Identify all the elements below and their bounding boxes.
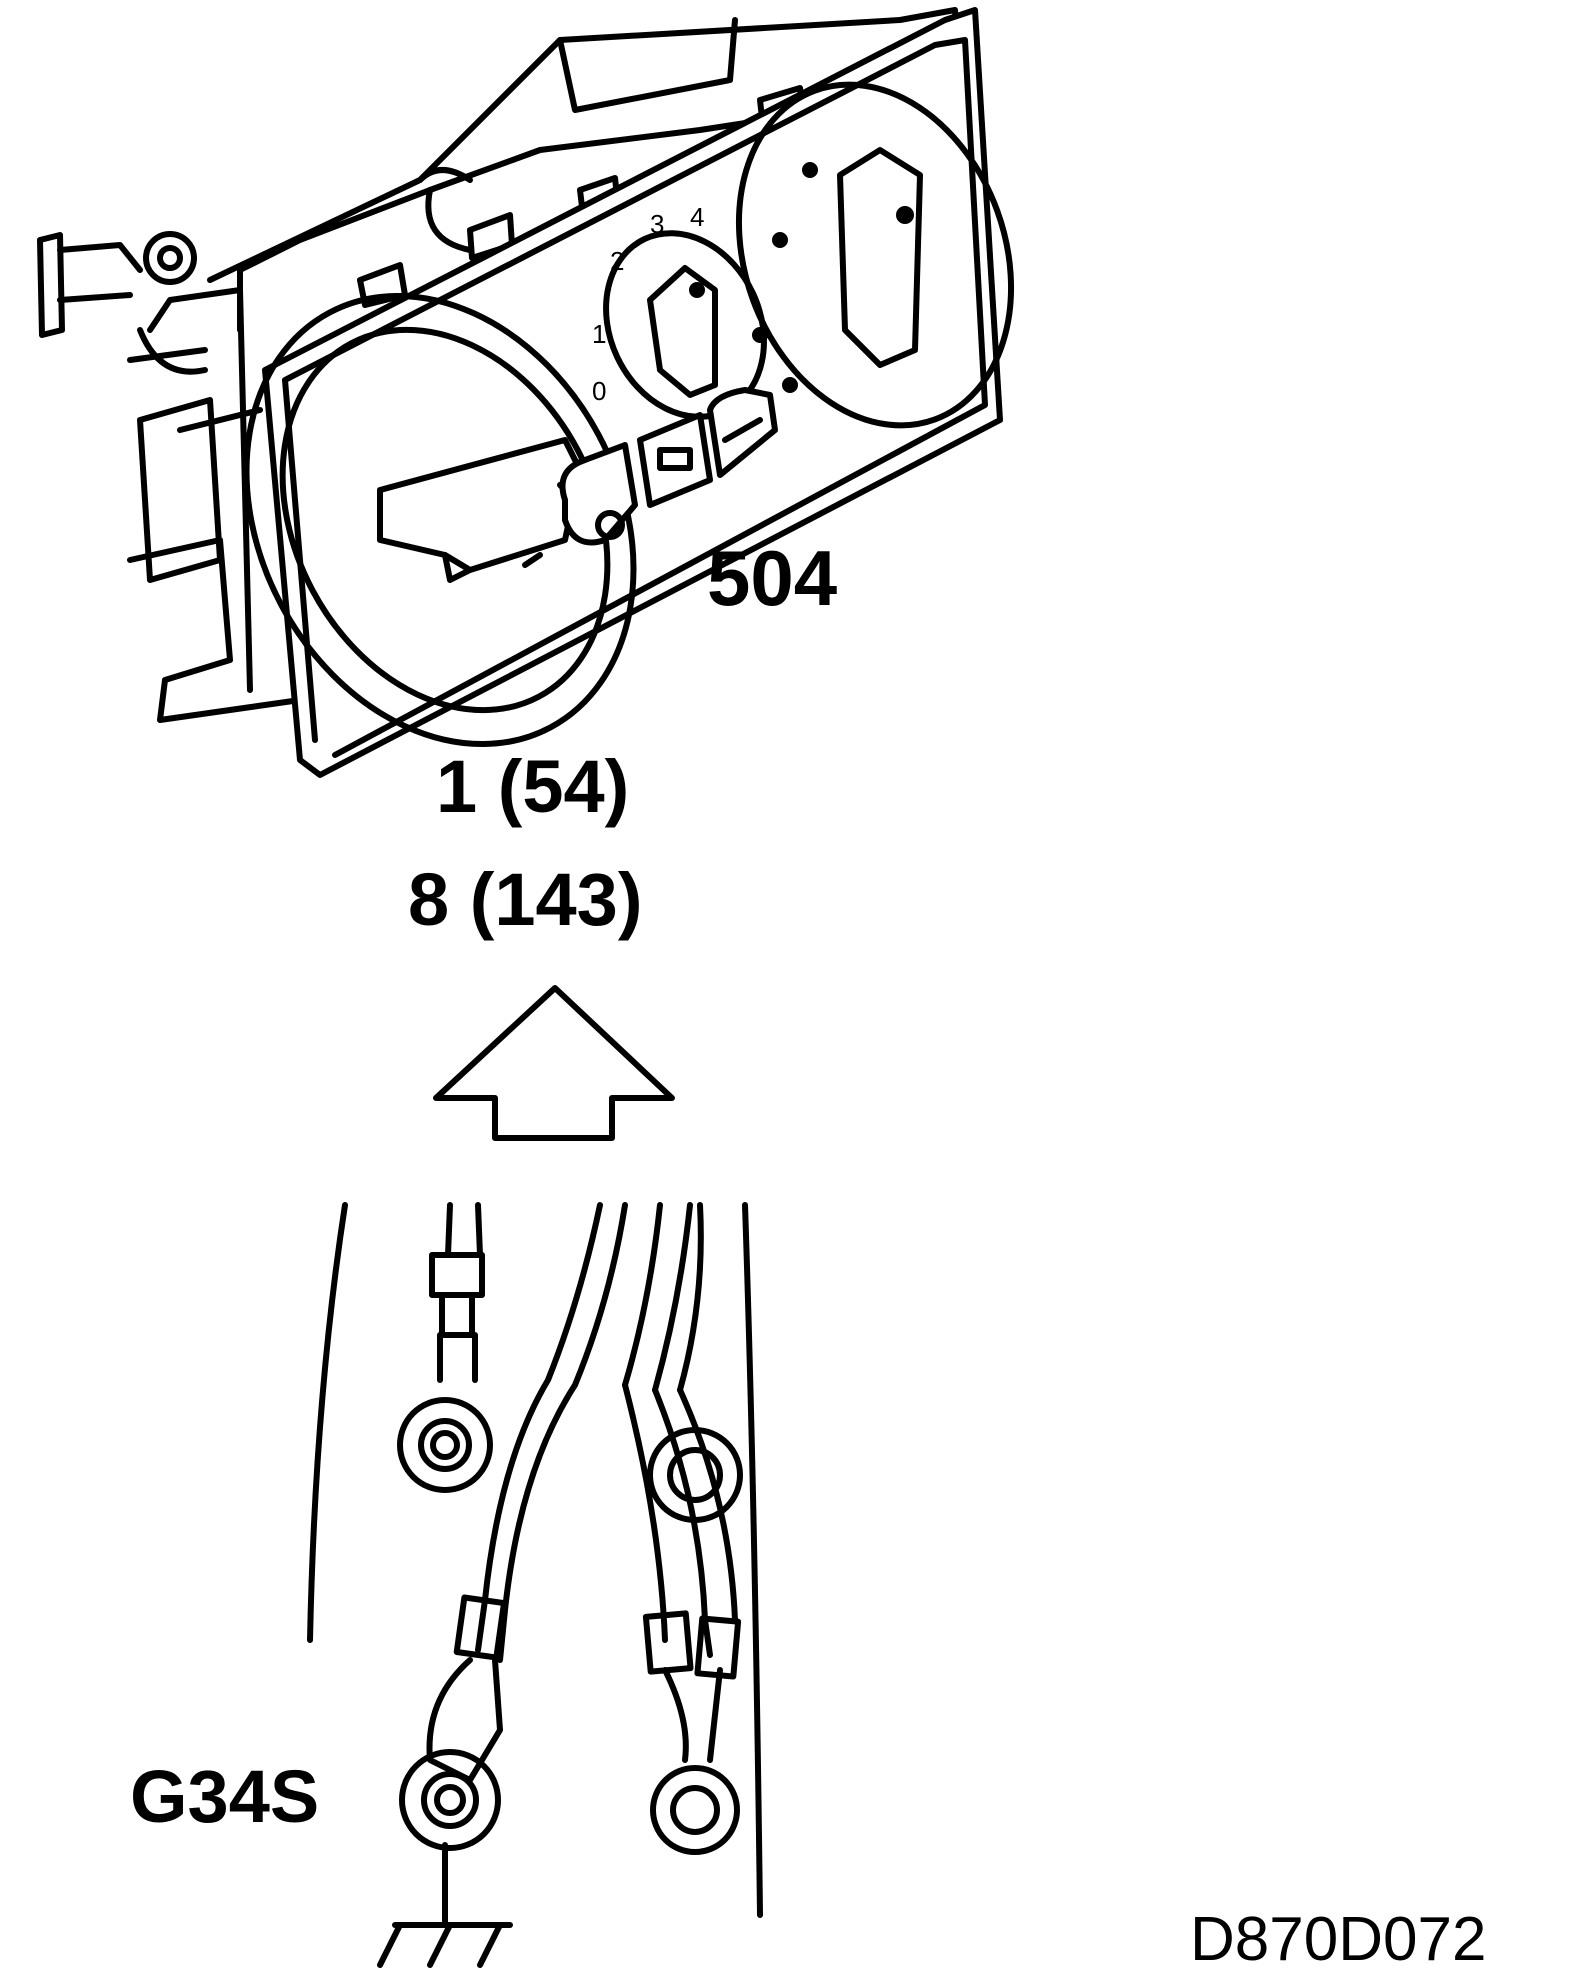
fan-speed-scale: 0 1 2 3 4 (592, 202, 704, 406)
connector-pin-label-2: 8 (143) (408, 858, 642, 941)
arrow-up-icon (433, 985, 675, 1141)
ground-symbol-icon (377, 1842, 513, 1968)
dial-mark-2: 2 (610, 246, 624, 276)
recirculation-button-icon (559, 442, 638, 546)
figure-code: D870D072 (1190, 1905, 1486, 1974)
component-label: 504 (707, 534, 837, 622)
dial-mark-3: 3 (650, 209, 664, 239)
rear-defrost-button-icon (707, 387, 778, 478)
dial-mark-0: 0 (592, 376, 606, 406)
dial-mark-4: 4 (690, 202, 704, 232)
climate-control-panel-icon (37, 7, 1015, 778)
ground-point-illustration (307, 1202, 763, 1968)
connector-pin-label-1: 1 (54) (436, 745, 629, 828)
ac-button-icon (637, 412, 713, 508)
dial-mark-1: 1 (592, 319, 606, 349)
ground-point-label: G34S (130, 1755, 319, 1838)
